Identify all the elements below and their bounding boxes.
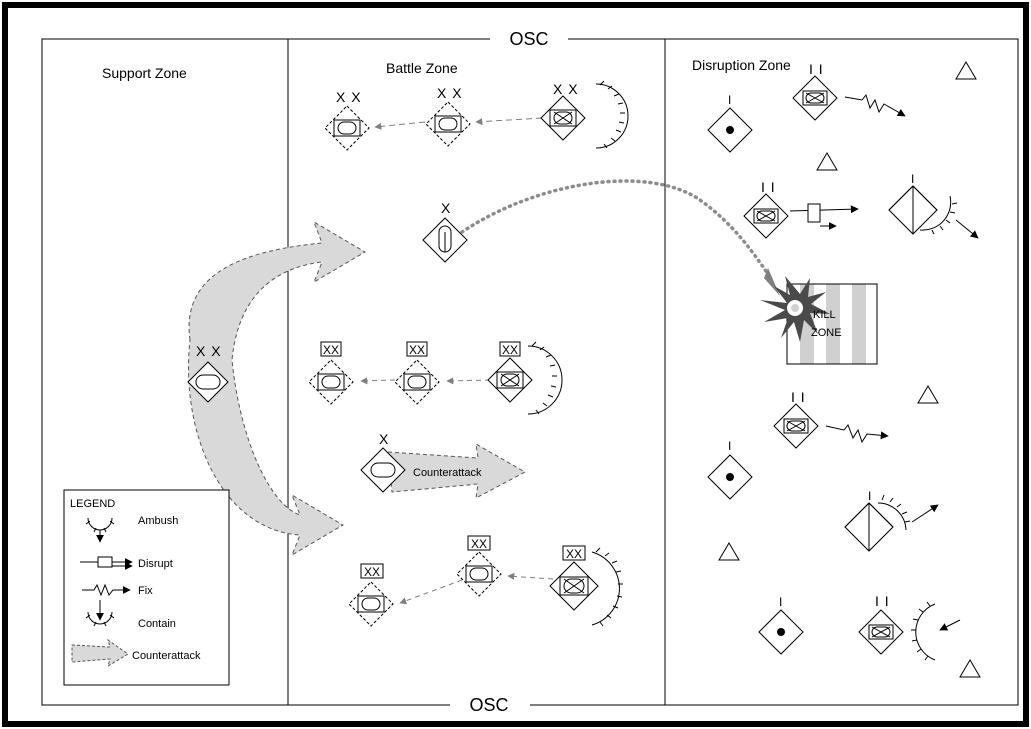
battle-unit-top-right: X X [540, 81, 586, 141]
contain-symbol-1 [919, 195, 979, 239]
svg-text:I I: I I [875, 593, 890, 609]
dashed-arrow-top-1 [374, 121, 426, 130]
svg-text:X X: X X [196, 343, 222, 359]
triangle-3 [917, 385, 939, 404]
svg-text:I: I [868, 489, 871, 503]
svg-text:I: I [911, 172, 914, 186]
division-reserve-unit: X X [187, 343, 229, 403]
disruption-recon-company-1: I [888, 172, 938, 235]
support-zone-label: Support Zone [102, 65, 187, 81]
triangle-5 [959, 659, 981, 678]
svg-text:I I: I I [791, 389, 806, 405]
svg-text:ZONE: ZONE [811, 327, 842, 339]
battle-unit-bottom-right: XX [549, 545, 599, 611]
legend-fix-label: Fix [138, 585, 153, 597]
svg-text:X X: X X [553, 81, 579, 97]
battle-unit-mid-left: XX [308, 341, 354, 405]
svg-text:XX: XX [566, 547, 582, 561]
legend-disrupt-label: Disrupt [138, 558, 173, 570]
contain-icon [85, 600, 115, 627]
svg-text:I I: I I [761, 179, 776, 195]
counterattack-curved-arrow [188, 220, 366, 557]
battle-unit-mid-right: XX [487, 341, 533, 403]
triangle-2 [816, 152, 838, 171]
svg-text:I I: I I [809, 61, 824, 77]
legend-counterattack-label: Counterattack [132, 650, 201, 662]
fix-arrow-2 [825, 424, 889, 444]
dashed-arrow-mid-2 [446, 377, 491, 385]
disruption-battalion-2: I I [743, 179, 789, 239]
svg-text:XX: XX [364, 565, 380, 579]
ambush-symbol-bottom [591, 547, 623, 627]
disruption-recon-company-2: I [844, 489, 894, 552]
svg-text:X X: X X [437, 85, 463, 101]
battle-unit-top-mid: X X [425, 85, 471, 147]
svg-text:XX: XX [471, 537, 487, 551]
svg-text:X X: X X [336, 89, 362, 105]
svg-text:KILL: KILL [813, 309, 836, 321]
fix-arrow-1 [844, 93, 906, 117]
contain-symbol-3 [911, 601, 961, 661]
dashed-arrow-mid-1 [360, 377, 396, 385]
disruption-zone-label: Disruption Zone [692, 57, 791, 73]
legend-ambush-label: Ambush [138, 515, 178, 527]
svg-text:I: I [779, 595, 782, 609]
counterattack-arrow-icon [71, 638, 129, 668]
svg-text:X: X [379, 431, 389, 447]
osc-bottom-label: OSC [469, 695, 508, 715]
svg-text:X: X [441, 200, 451, 216]
svg-text:XX: XX [502, 343, 518, 357]
svg-text:XX: XX [323, 343, 339, 357]
disrupt-arrow [789, 203, 859, 230]
triangle-4 [718, 542, 740, 561]
contain-symbol-2 [877, 494, 939, 531]
dashed-arrow-top-2 [475, 117, 543, 126]
brigade-unit-battle: X [422, 200, 468, 263]
ambush-symbol-mid [527, 341, 563, 415]
disruption-battalion-3: I I [773, 389, 819, 449]
kill-zone: KILL ZONE [760, 276, 878, 365]
disruption-battalion-1: I I [792, 61, 838, 121]
legend-contain-label: Contain [138, 618, 176, 630]
legend: LEGEND Ambush Disrupt Fix [63, 489, 230, 686]
ambush-symbol-top [595, 80, 629, 149]
battle-zone-label: Battle Zone [386, 60, 458, 76]
battle-unit-mid-center: XX [394, 341, 440, 405]
dashed-arrow-bottom-1 [399, 579, 463, 605]
dashed-arrow-bottom-2 [507, 572, 554, 580]
svg-text:LEGEND: LEGEND [70, 498, 115, 510]
counterattack-arrow-label: Counterattack [413, 467, 482, 479]
battle-unit-top-left: X X [324, 89, 370, 151]
fix-arrow-icon [82, 583, 131, 597]
disruption-company-1: I [707, 93, 753, 153]
svg-text:I: I [728, 439, 731, 453]
disruption-company-2: I [707, 439, 753, 500]
disrupt-arrow-icon [80, 556, 133, 570]
disruption-company-3: I [758, 595, 804, 655]
triangle-1 [955, 61, 977, 80]
explosion-icon [760, 276, 830, 342]
battle-unit-bottom-left: XX [348, 563, 394, 627]
dotted-fire-path [460, 179, 774, 282]
brigade-counterattack-unit: X [360, 431, 406, 493]
ambush-icon [85, 517, 115, 543]
disruption-battalion-4: I I [858, 593, 904, 655]
osc-top-label: OSC [509, 29, 548, 49]
brigade-counterattack-arrow [387, 443, 527, 499]
svg-text:XX: XX [409, 343, 425, 357]
battle-unit-bottom-mid: XX [456, 535, 502, 597]
svg-text:I: I [728, 93, 731, 107]
